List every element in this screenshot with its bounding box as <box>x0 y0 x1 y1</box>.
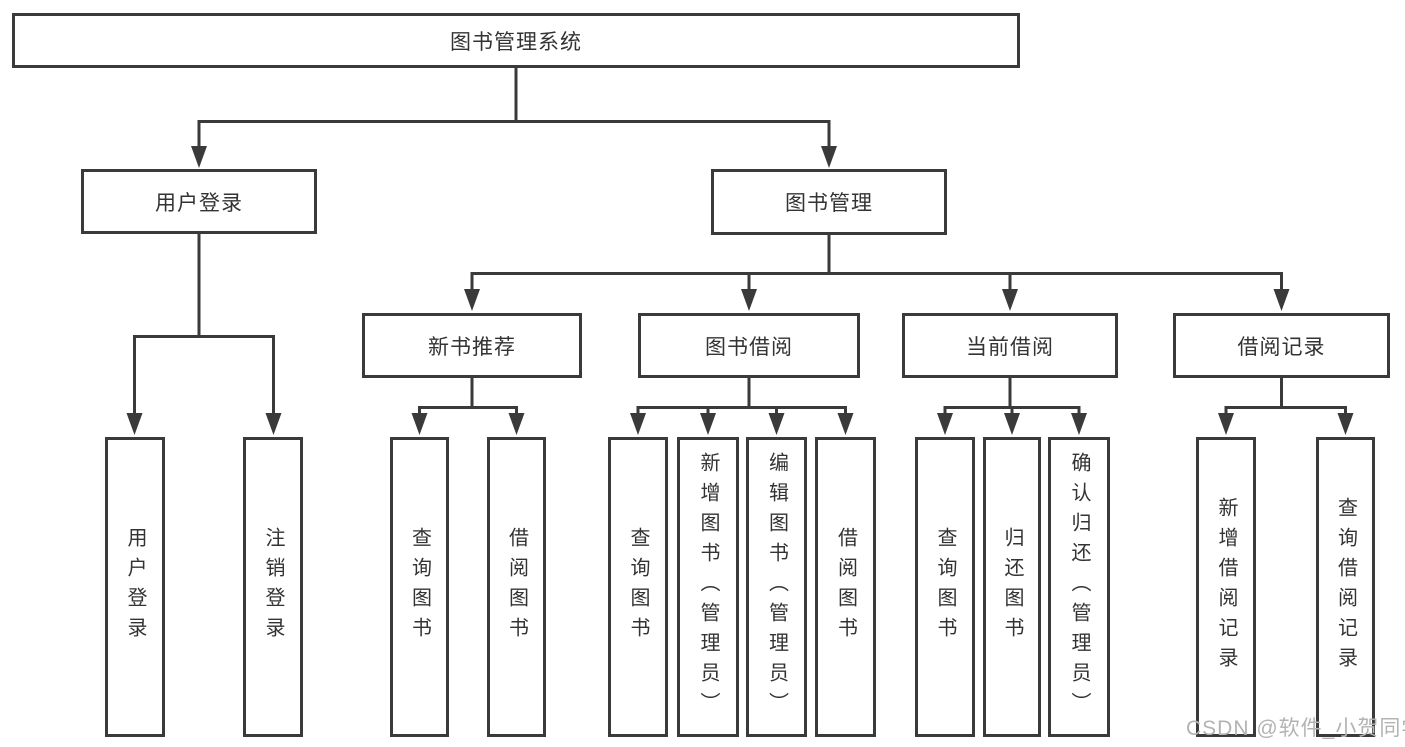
leaf-logout-label: 注销登录 <box>262 527 284 647</box>
leaf-cb-confirm-return-admin-label: 确认归还（管理员） <box>1068 452 1090 722</box>
leaf-br-query-record: 查询借阅记录 <box>1316 437 1375 737</box>
connector-root-to-branches <box>191 68 837 168</box>
connector-line <box>470 235 1283 292</box>
leaf-bb-add-book-admin-label: 新增图书（管理员） <box>697 452 719 722</box>
leaf-logout: 注销登录 <box>243 437 303 737</box>
node-user-login: 用户登录 <box>81 169 317 234</box>
arrowhead-down-icon <box>464 289 480 311</box>
leaf-cb-query-book: 查询图书 <box>915 437 975 737</box>
connector-line <box>1224 378 1347 416</box>
arrowhead-down-icon <box>191 146 207 168</box>
leaf-cb-return-book-label: 归还图书 <box>1001 527 1023 647</box>
leaf-br-add-record-label: 新增借阅记录 <box>1215 497 1237 677</box>
node-book-borrow: 图书借阅 <box>638 313 860 378</box>
arrowhead-down-icon <box>1004 413 1020 435</box>
arrowhead-down-icon <box>411 413 428 435</box>
connector-book-borrow-to-leaves <box>630 378 854 435</box>
arrowhead-down-icon <box>1273 289 1290 311</box>
arrowhead-down-icon <box>821 146 837 168</box>
arrowhead-down-icon <box>937 413 953 435</box>
leaf-bb-query-book: 查询图书 <box>608 437 668 737</box>
arrowhead-down-icon <box>1071 413 1087 435</box>
leaf-bb-borrow-book: 借阅图书 <box>815 437 876 737</box>
arrowhead-down-icon <box>265 413 282 435</box>
arrowhead-down-icon <box>1002 289 1018 311</box>
leaf-nbr-borrow-book: 借阅图书 <box>487 437 546 737</box>
connector-borrow-record-to-leaves <box>1218 378 1354 435</box>
arrowhead-down-icon <box>508 413 525 435</box>
node-current-borrow: 当前借阅 <box>902 313 1118 378</box>
arrowhead-down-icon <box>768 413 785 435</box>
leaf-cb-return-book: 归还图书 <box>983 437 1041 737</box>
leaf-br-add-record: 新增借阅记录 <box>1196 437 1256 737</box>
connector-book-management-to-modules <box>464 235 1290 311</box>
connector-line <box>418 378 518 416</box>
connector-line <box>197 68 831 150</box>
leaf-bb-add-book-admin: 新增图书（管理员） <box>677 437 739 737</box>
connector-new-book-recommend-to-leaves <box>411 378 525 435</box>
connector-current-borrow-to-leaves <box>937 378 1087 435</box>
leaf-nbr-query-book-label: 查询图书 <box>408 527 431 647</box>
arrowhead-down-icon <box>837 413 854 435</box>
leaf-user-login: 用户登录 <box>105 437 165 737</box>
leaf-br-query-record-label: 查询借阅记录 <box>1334 497 1357 677</box>
leaf-bb-edit-book-admin: 编辑图书（管理员） <box>746 437 807 737</box>
connector-user-login-to-leaves <box>126 234 282 435</box>
arrowhead-down-icon <box>1337 413 1354 435</box>
arrowhead-down-icon <box>1218 413 1234 435</box>
node-borrow-record: 借阅记录 <box>1173 313 1390 378</box>
node-new-book-recommend: 新书推荐 <box>362 313 582 378</box>
connector-line <box>636 378 847 416</box>
leaf-bb-borrow-book-label: 借阅图书 <box>834 527 857 647</box>
arrowhead-down-icon <box>126 413 143 435</box>
arrowhead-down-icon <box>630 413 646 435</box>
leaf-cb-confirm-return-admin: 确认归还（管理员） <box>1048 437 1110 737</box>
leaf-bb-edit-book-admin-label: 编辑图书（管理员） <box>765 452 788 722</box>
connector-line <box>943 378 1081 416</box>
connector-line <box>133 234 275 416</box>
node-book-management: 图书管理 <box>711 169 947 235</box>
leaf-nbr-borrow-book-label: 借阅图书 <box>505 527 528 647</box>
leaf-bb-query-book-label: 查询图书 <box>627 527 649 647</box>
leaf-cb-query-book-label: 查询图书 <box>934 527 956 647</box>
arrowhead-down-icon <box>700 413 716 435</box>
arrowhead-down-icon <box>741 289 757 311</box>
csdn-watermark: CSDN @软件_小贺同学 <box>1186 717 1405 740</box>
leaf-user-login-label: 用户登录 <box>124 527 146 647</box>
leaf-nbr-query-book: 查询图书 <box>390 437 449 737</box>
node-root-system: 图书管理系统 <box>12 13 1020 68</box>
